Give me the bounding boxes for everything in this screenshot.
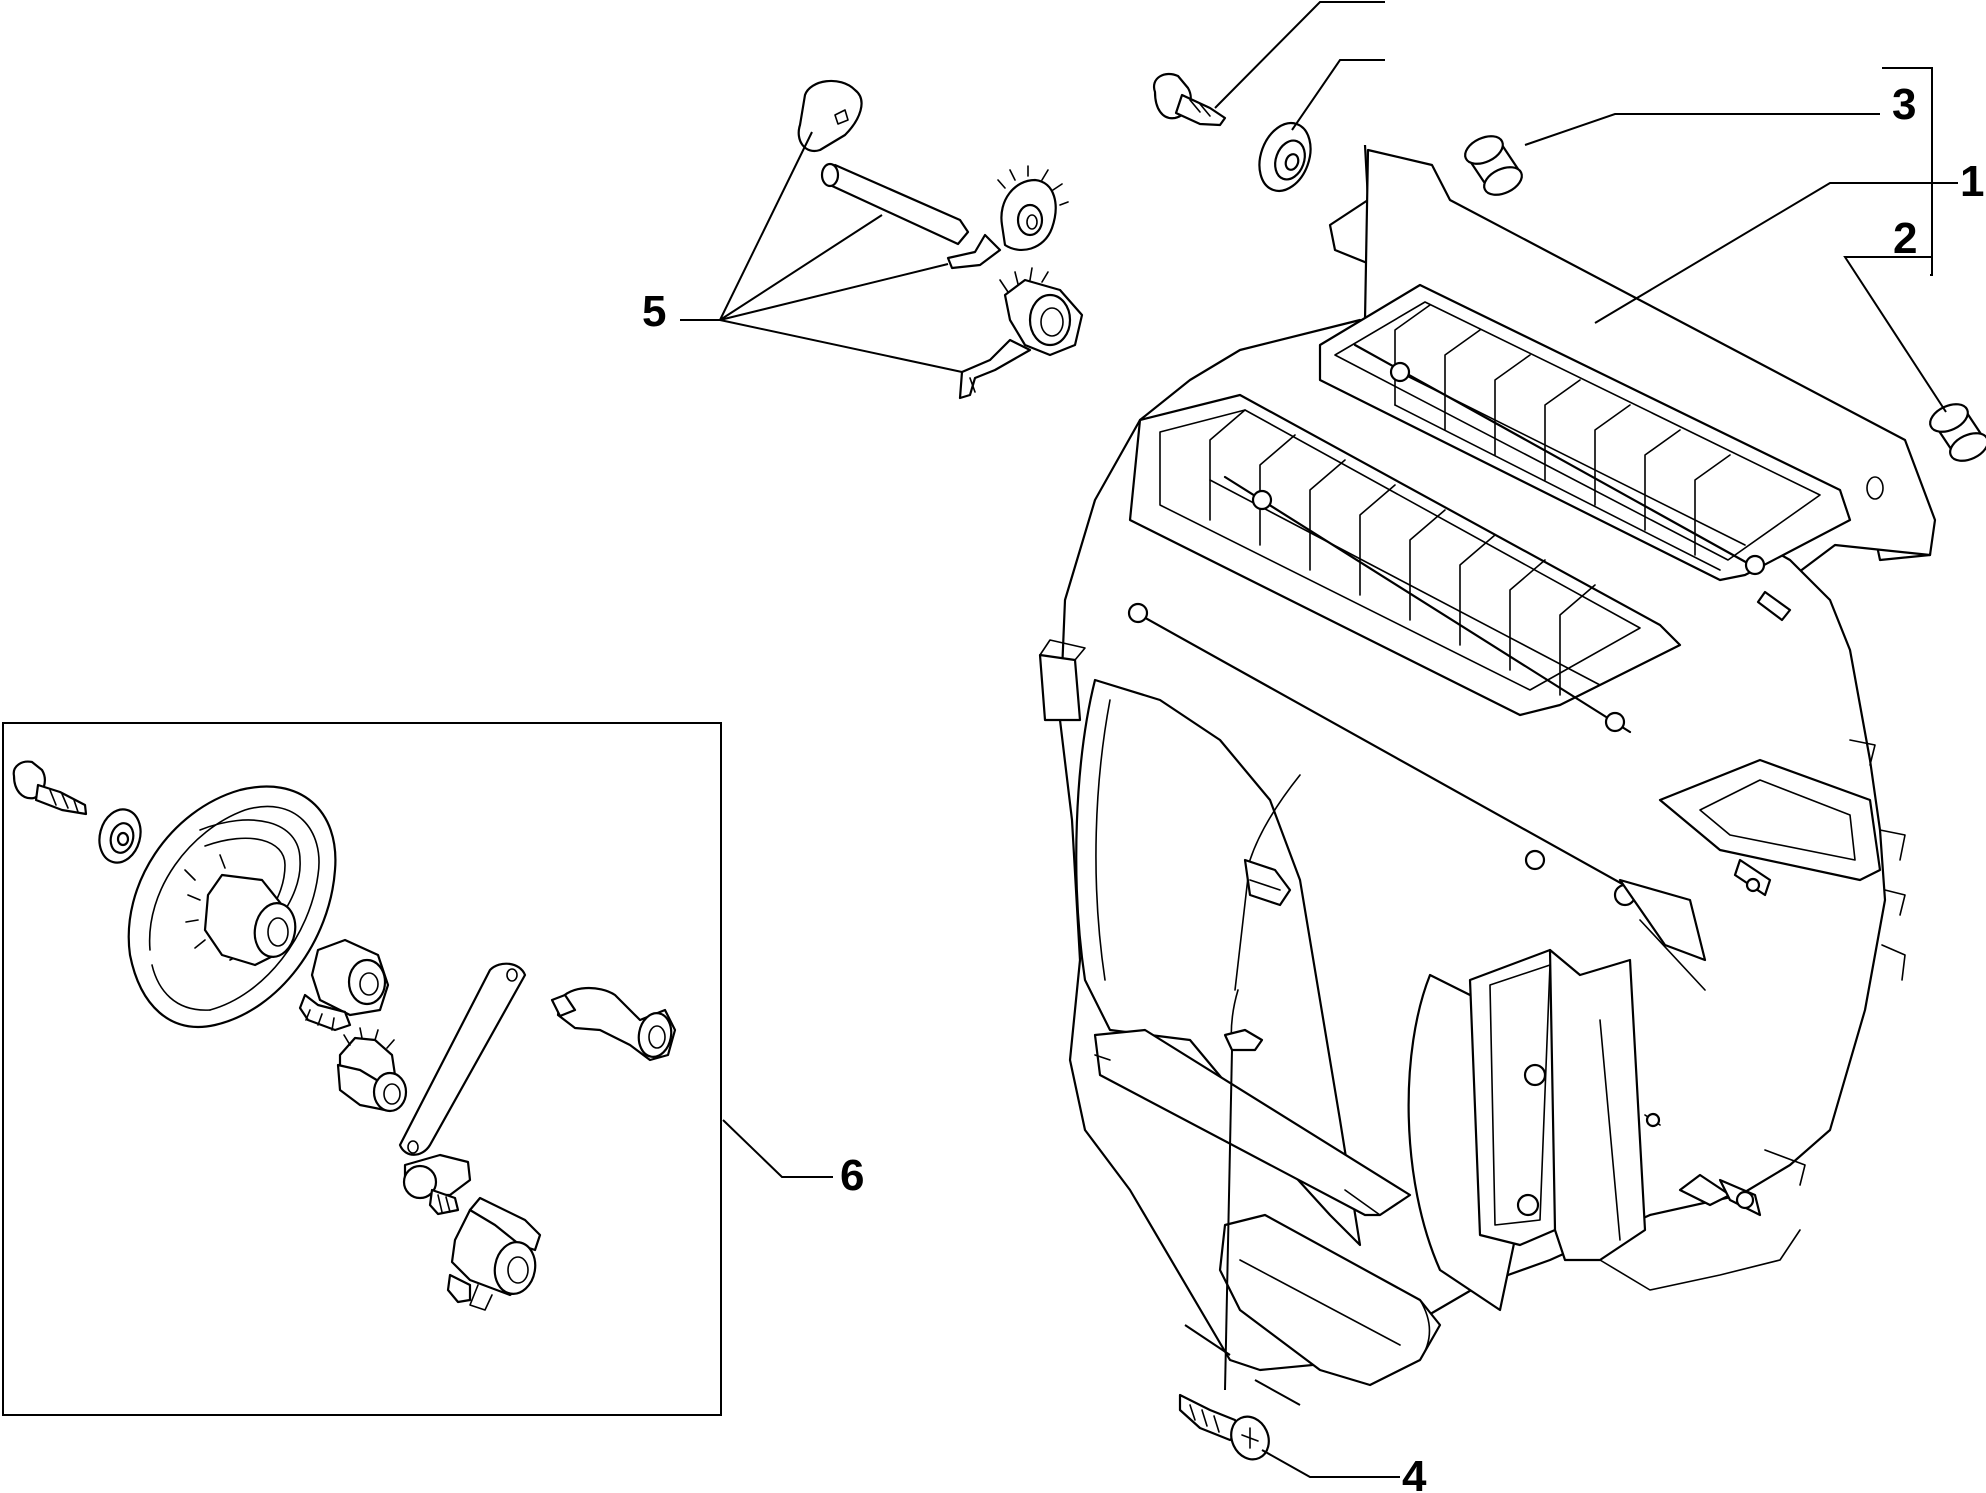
- callout-6: 6: [840, 1151, 864, 1200]
- screw-top: [1152, 72, 1227, 127]
- grommet-top: [1258, 122, 1312, 192]
- middle-flap-louvres: [1209, 409, 1601, 696]
- callout-2: 2: [1893, 214, 1917, 263]
- screw-part-4: [1178, 1393, 1270, 1461]
- spacer-part-3: [1464, 135, 1523, 196]
- actuator-kit-inset: [2, 722, 722, 1416]
- leader-lines: [680, 1, 1958, 1478]
- spacer-part-2: [1929, 403, 1986, 462]
- callout-3: 3: [1892, 80, 1916, 129]
- heater-housing-assembly: [1038, 144, 1937, 1387]
- callout-4: 4: [1402, 1452, 1427, 1493]
- callout-labels: 1 2 3 4 5 6: [642, 80, 1984, 1493]
- callout-1: 1: [1960, 157, 1984, 206]
- callout-5: 5: [642, 287, 666, 336]
- linkage-kit-part-5: [797, 79, 1084, 400]
